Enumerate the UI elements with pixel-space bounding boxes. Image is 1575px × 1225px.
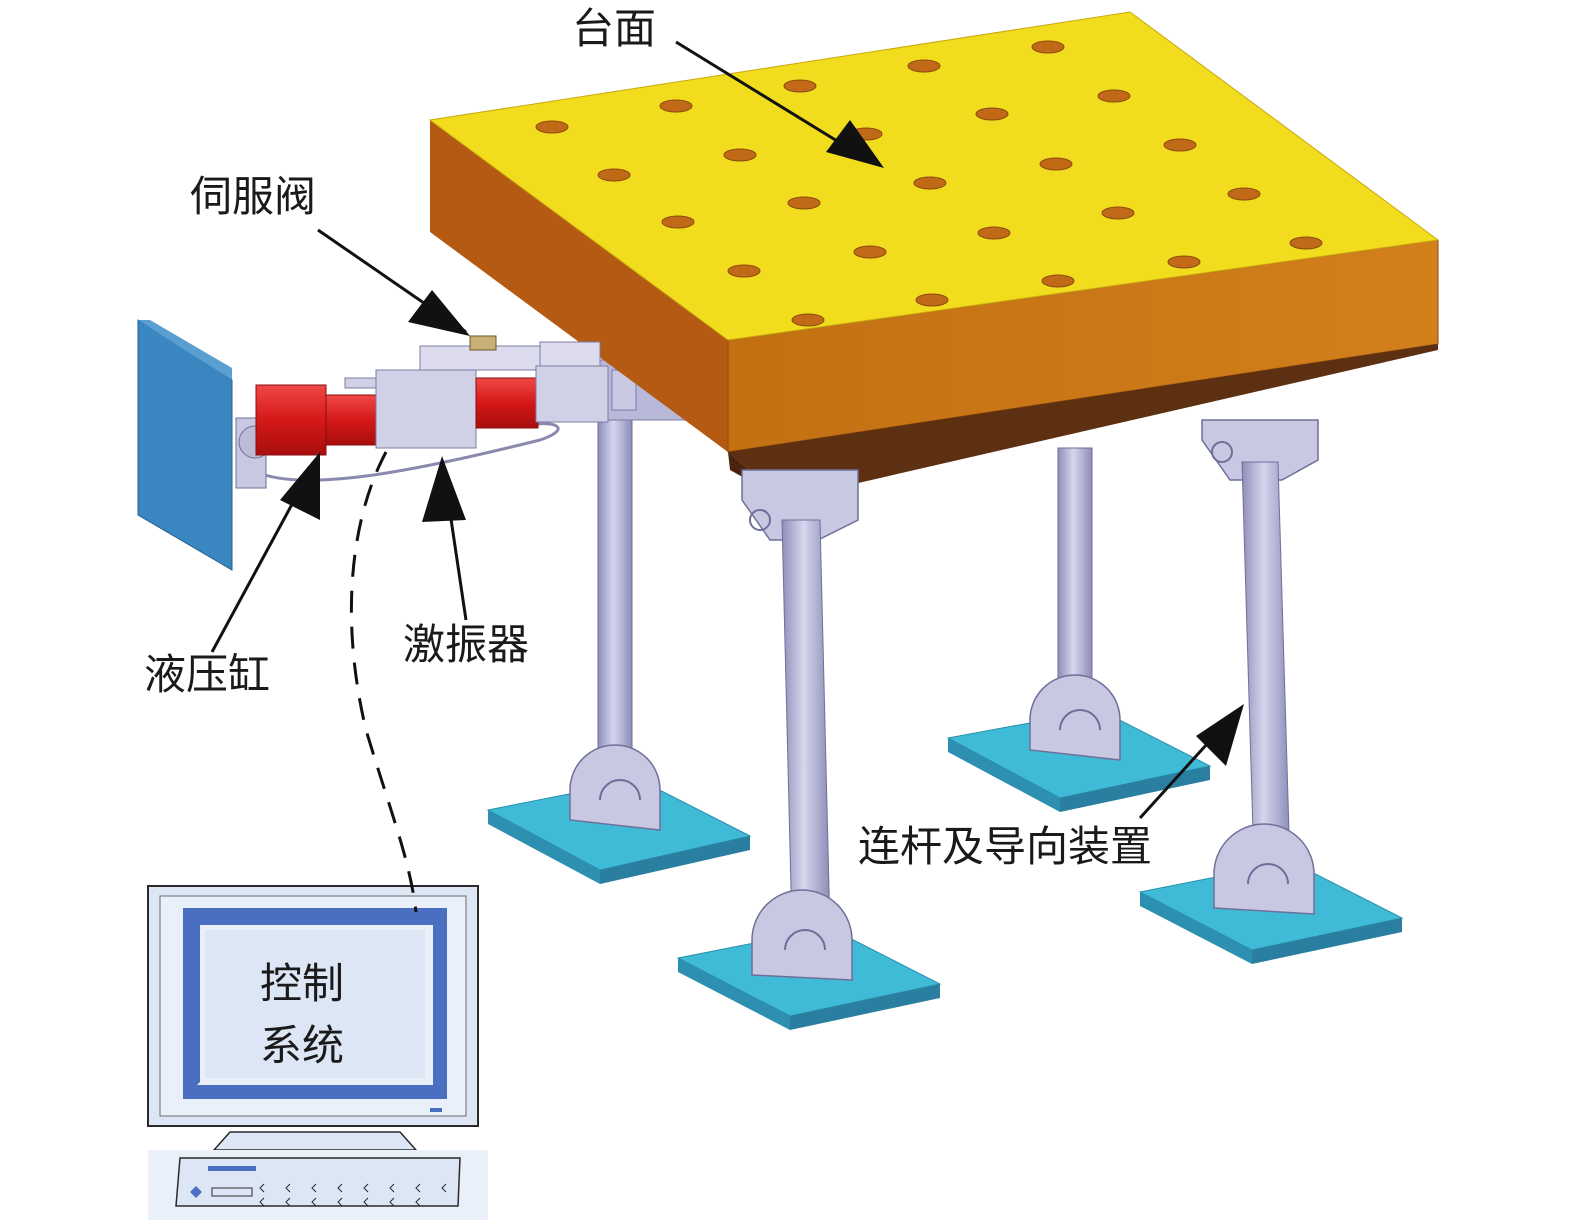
- arrow-icon-exciter: [422, 456, 468, 621]
- label-control-line1: 控制: [260, 959, 345, 1008]
- label-linkage-guide: 连杆及导向装置: [858, 822, 1153, 871]
- front-right-leg: [1138, 419, 1404, 964]
- arrow-icon-cylinder: [210, 452, 320, 653]
- label-hydraulic-cylinder: 液压缸: [144, 650, 271, 699]
- arrow-icon-table: [675, 40, 884, 168]
- label-servo-valve: 伺服阀: [190, 172, 317, 221]
- back-left-leg: [486, 407, 752, 884]
- wall-plate: [137, 319, 233, 571]
- control-cable: [349, 451, 418, 913]
- label-control-line2: 系统: [260, 1021, 345, 1070]
- monitor-icon: [147, 885, 479, 1151]
- arrow-icon-linkage: [1138, 704, 1244, 820]
- keyboard-icon: [148, 1150, 488, 1220]
- label-table: 台面: [572, 4, 657, 53]
- label-exciter: 激振器: [403, 620, 530, 669]
- front-left-leg: [676, 469, 942, 1030]
- arrow-icon-valve: [317, 228, 470, 336]
- table-holes: [535, 40, 1323, 327]
- back-right-leg: [946, 447, 1212, 812]
- exciter-assembly: [235, 335, 609, 489]
